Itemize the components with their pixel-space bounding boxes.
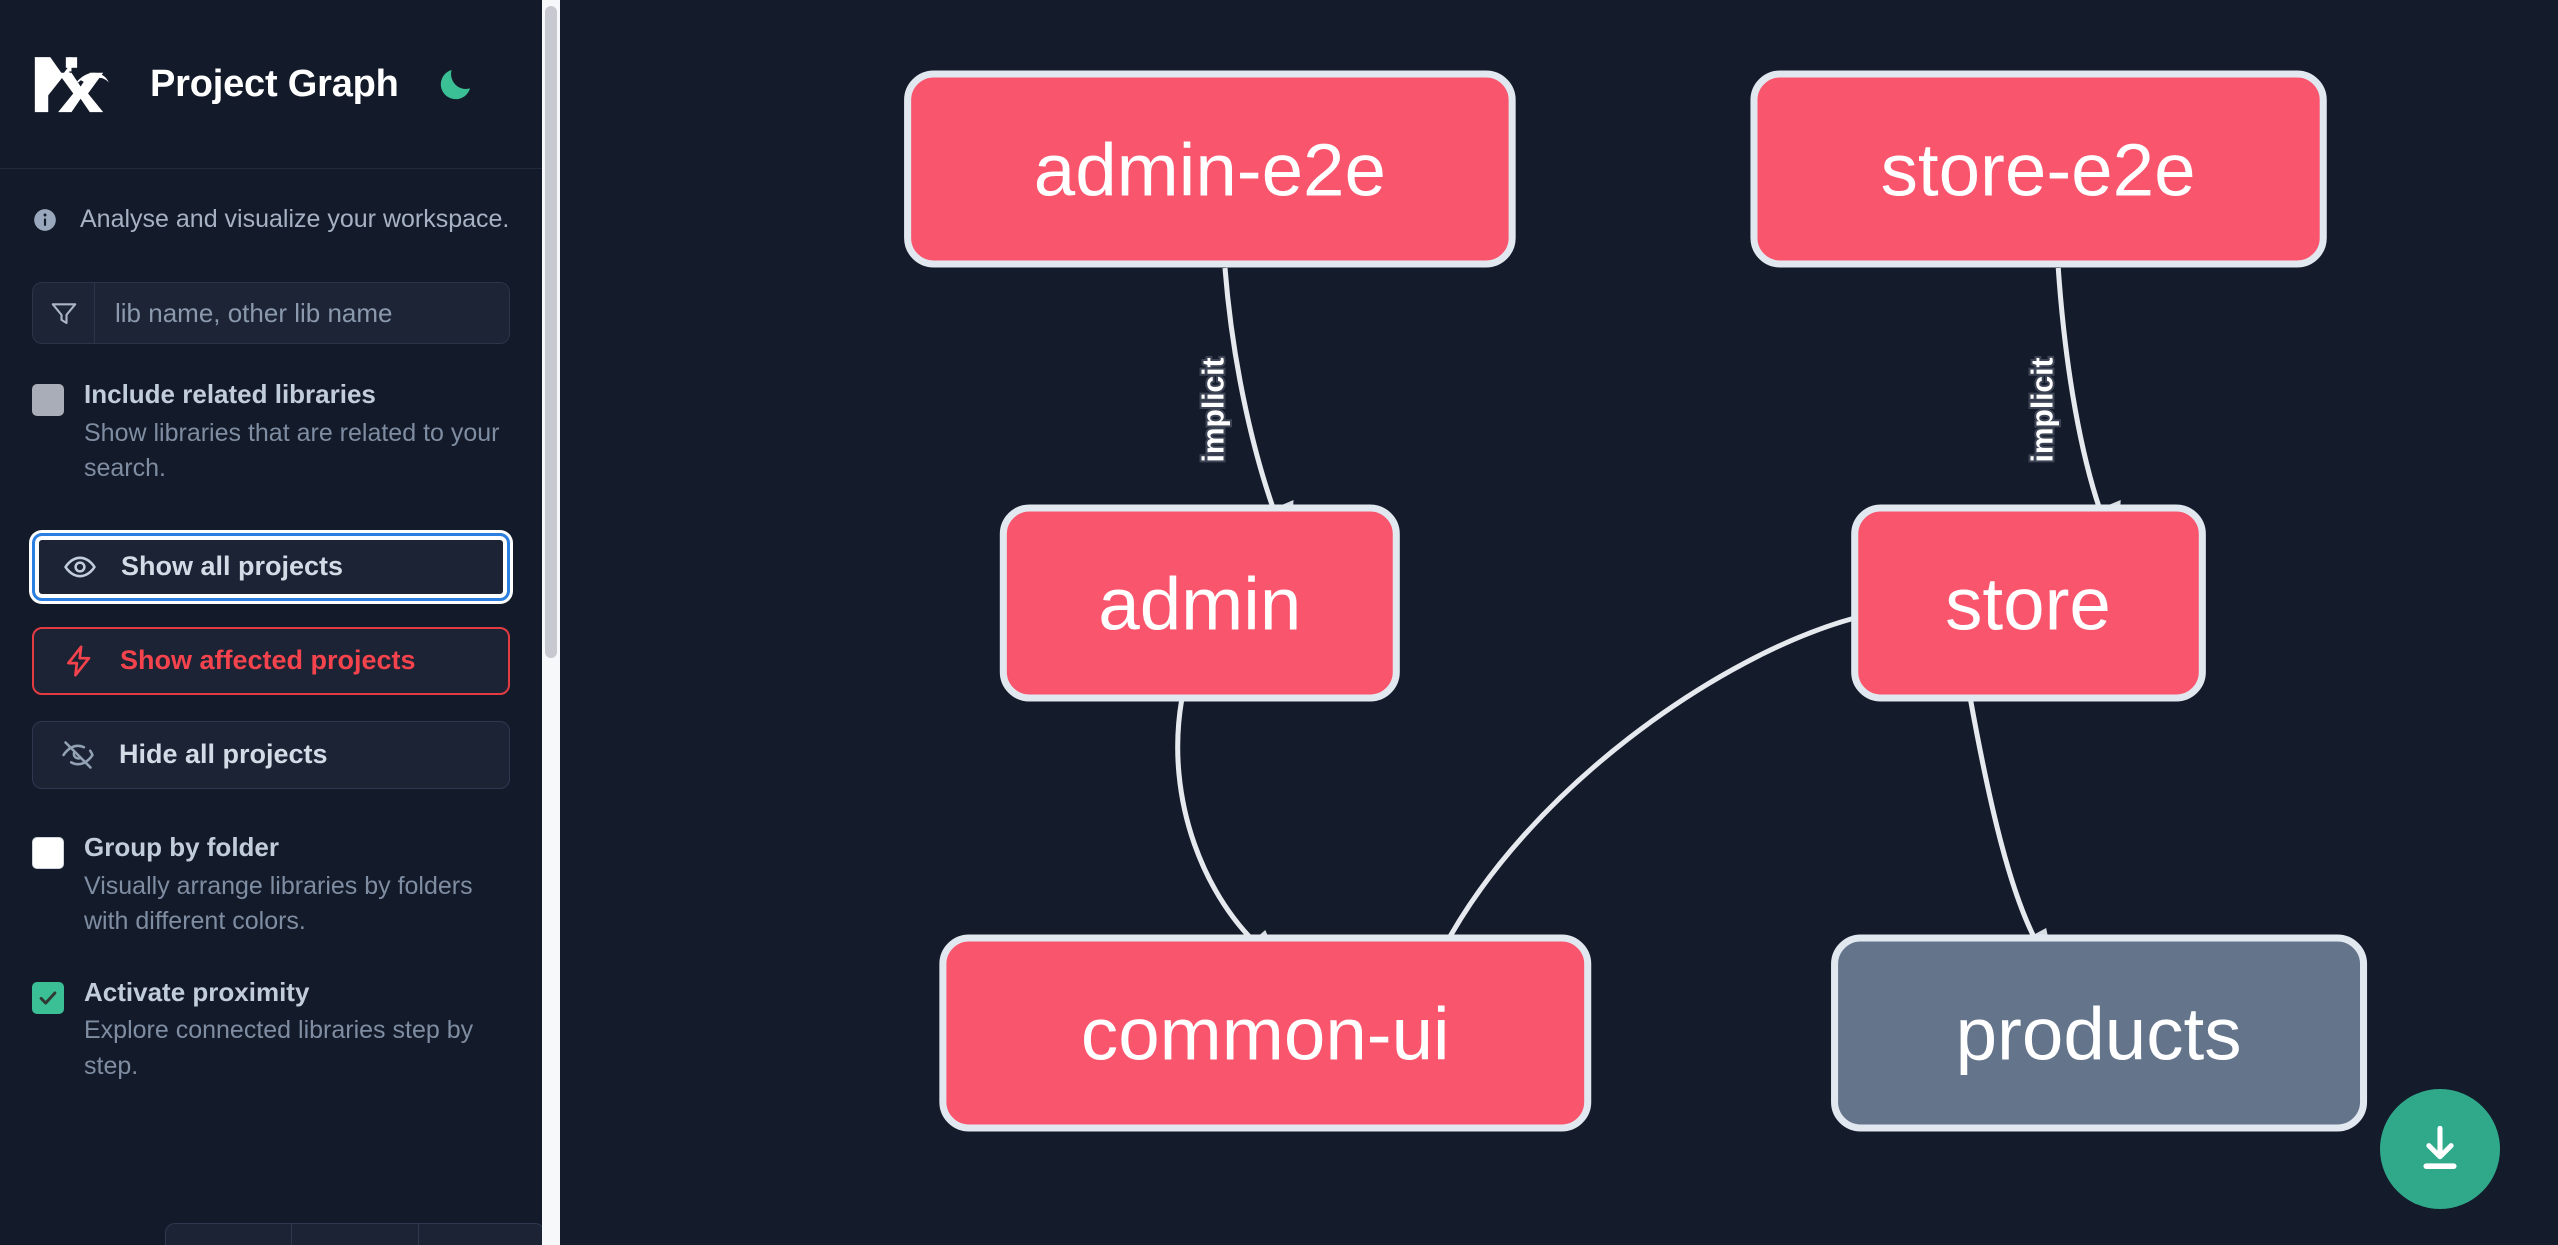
edge-label-implicit-admin: implicit bbox=[1197, 357, 1230, 462]
edge-store-to-common-ui[interactable] bbox=[1428, 615, 1856, 970]
edge-admin-e2e-to-admin[interactable]: implicit bbox=[1195, 267, 1294, 546]
include-related-libraries-description: Show libraries that are related to your … bbox=[84, 418, 500, 483]
show-all-projects-button[interactable]: Show all projects bbox=[32, 532, 510, 601]
sidebar: Project Graph Analyse and visua bbox=[0, 0, 560, 1245]
download-icon bbox=[2423, 1125, 2457, 1169]
show-all-projects-label: Show all projects bbox=[121, 551, 344, 582]
filter-icon[interactable] bbox=[33, 283, 95, 343]
edge-store-e2e-to-store[interactable]: implicit bbox=[2025, 267, 2121, 546]
graph-node-admin-e2e[interactable]: admin-e2e bbox=[904, 70, 1516, 268]
lightning-bolt-icon bbox=[62, 644, 96, 678]
workspace-info: Analyse and visualize your workspace. bbox=[0, 169, 542, 234]
graph-node-store-e2e[interactable]: store-e2e bbox=[1750, 70, 2327, 268]
show-affected-projects-button[interactable]: Show affected projects bbox=[32, 626, 510, 695]
graph-node-admin-e2e-label: admin-e2e bbox=[1034, 129, 1386, 212]
proximity-stepper-value bbox=[292, 1224, 419, 1245]
sidebar-content: Project Graph Analyse and visua bbox=[0, 0, 545, 1245]
edge-admin-to-common-ui[interactable] bbox=[1175, 699, 1284, 972]
search-section bbox=[0, 234, 542, 344]
workspace-info-text: Analyse and visualize your workspace. bbox=[80, 205, 510, 233]
include-related-libraries-label: Include related libraries bbox=[84, 379, 376, 409]
option-include-related-libraries[interactable]: Include related libraries Show libraries… bbox=[0, 344, 542, 487]
sidebar-scrollbar-thumb[interactable] bbox=[545, 6, 557, 658]
info-icon bbox=[32, 207, 58, 233]
download-image-button[interactable] bbox=[2380, 1089, 2500, 1209]
project-graph-svg: implicit implicit bbox=[904, 70, 2368, 1132]
show-affected-projects-label: Show affected projects bbox=[120, 645, 416, 676]
edge-label-implicit-store: implicit bbox=[2027, 357, 2060, 462]
activate-proximity-checkbox[interactable] bbox=[32, 981, 64, 1014]
graph-canvas[interactable]: implicit implicit bbox=[560, 0, 2558, 1245]
include-related-libraries-checkbox[interactable] bbox=[32, 384, 64, 416]
sidebar-header: Project Graph bbox=[0, 0, 542, 168]
hide-all-projects-label: Hide all projects bbox=[119, 739, 328, 770]
group-by-folder-description: Visually arrange libraries by folders wi… bbox=[84, 871, 473, 936]
project-visibility-buttons: Show all projects Show affected projects bbox=[0, 487, 542, 789]
header-divider bbox=[0, 168, 542, 169]
eye-off-icon bbox=[61, 738, 95, 772]
graph-node-common-ui-label: common-ui bbox=[1081, 993, 1450, 1076]
graph-node-admin-label: admin bbox=[1098, 563, 1301, 646]
group-by-folder-checkbox[interactable] bbox=[32, 836, 64, 869]
search-box[interactable] bbox=[32, 282, 510, 344]
proximity-stepper-decrease[interactable] bbox=[166, 1224, 293, 1245]
group-by-folder-label: Group by folder bbox=[84, 831, 279, 862]
sidebar-scrollbar[interactable] bbox=[542, 0, 560, 1245]
moon-icon[interactable] bbox=[433, 61, 479, 107]
proximity-stepper-increase[interactable] bbox=[419, 1224, 544, 1245]
graph-node-admin[interactable]: admin bbox=[999, 504, 1400, 702]
graph-node-store-e2e-label: store-e2e bbox=[1881, 129, 2196, 212]
edge-store-to-products[interactable] bbox=[1968, 699, 2056, 972]
nx-logo bbox=[32, 53, 118, 115]
graph-node-products[interactable]: products bbox=[1831, 934, 2368, 1132]
graph-node-common-ui[interactable]: common-ui bbox=[939, 934, 1592, 1132]
option-group-by-folder[interactable]: Group by folder Visually arrange librari… bbox=[0, 789, 542, 940]
graph-node-store[interactable]: store bbox=[1851, 504, 2206, 702]
activate-proximity-label: Activate proximity bbox=[84, 976, 310, 1007]
eye-icon bbox=[63, 550, 97, 584]
graph-node-store-label: store bbox=[1945, 563, 2111, 646]
option-activate-proximity[interactable]: Activate proximity Explore connected lib… bbox=[0, 940, 542, 1085]
app-title: Project Graph bbox=[150, 62, 399, 105]
graph-node-products-label: products bbox=[1956, 993, 2242, 1076]
activate-proximity-description: Explore connected libraries step by step… bbox=[84, 1016, 474, 1080]
search-input[interactable] bbox=[95, 283, 509, 343]
hide-all-projects-button[interactable]: Hide all projects bbox=[32, 720, 510, 789]
graph-nodes: admin-e2e store-e2e admin store common-u bbox=[904, 70, 2368, 1132]
proximity-stepper-control[interactable] bbox=[165, 1223, 545, 1245]
